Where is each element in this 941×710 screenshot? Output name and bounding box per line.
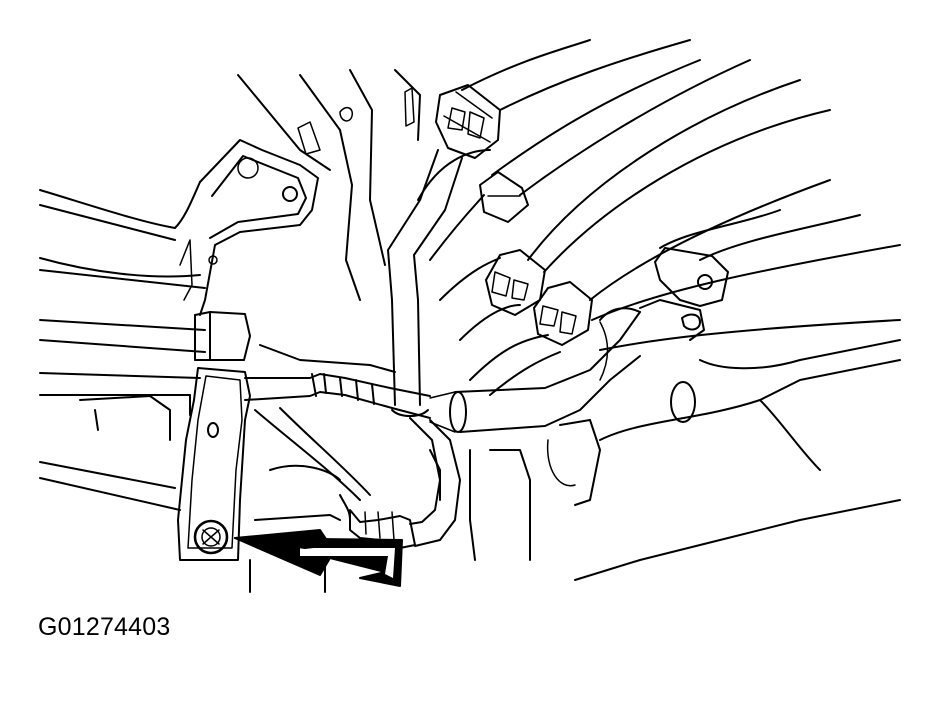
vertical-clamp-bracket: [177, 311, 251, 561]
exploded-view-diagram: [39, 39, 901, 593]
line-bundle: [417, 39, 901, 396]
lower-horizontal-line: [244, 344, 431, 501]
line-fittings: [435, 84, 593, 346]
lower-curved-pipe: [339, 417, 461, 549]
arrow-icon: [234, 529, 403, 587]
right-housing: [429, 339, 901, 581]
vertical-tube: [387, 149, 463, 417]
hose-clamp-bracket: [599, 247, 729, 341]
mounting-bracket: [179, 139, 319, 316]
main-hose: [429, 311, 641, 433]
figure-id-label: G01274403: [38, 613, 171, 641]
body-panel-outlines: [39, 69, 421, 301]
